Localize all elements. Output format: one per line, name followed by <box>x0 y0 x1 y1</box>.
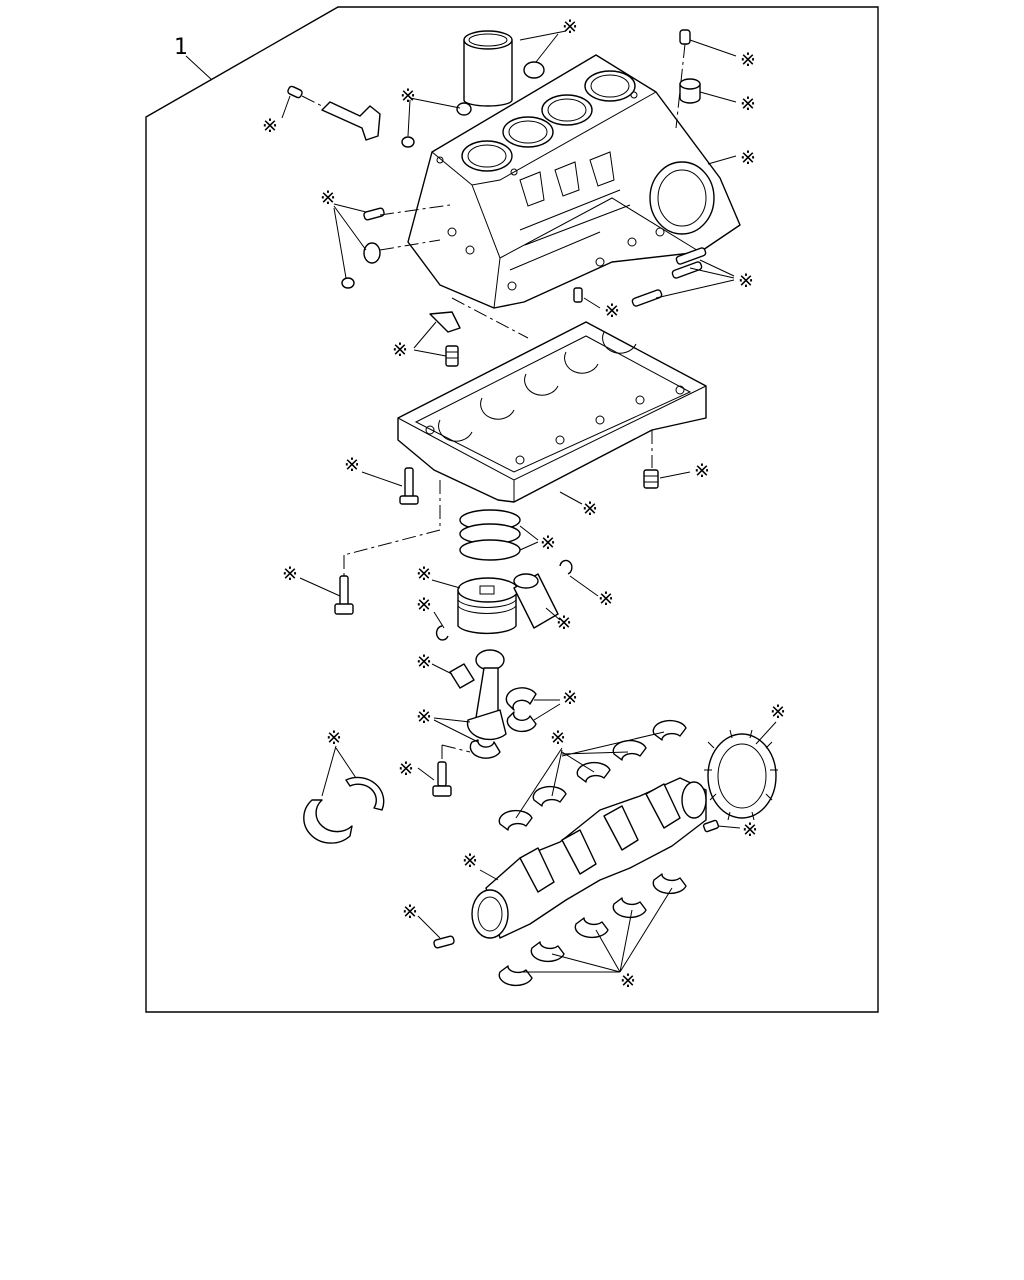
thrust-washers <box>303 776 385 844</box>
callout-marker: ※ <box>416 563 432 585</box>
callout-marker: ※ <box>326 727 342 749</box>
connecting-rod <box>466 649 507 741</box>
callout-marker: ※ <box>262 115 278 137</box>
callout-marker: ※ <box>738 270 754 292</box>
callout-marker: ※ <box>392 339 408 361</box>
callout-marker: ※ <box>740 93 756 115</box>
main-bearing-upper <box>498 719 687 831</box>
callout-marker: ※ <box>742 819 758 841</box>
callout-leaders <box>281 30 777 973</box>
callout-marker: ※ <box>402 901 418 923</box>
callout-marker: ※ <box>740 49 756 71</box>
crankshaft <box>471 777 707 939</box>
water-pipe <box>287 85 381 141</box>
callout-marker: ※ <box>770 701 786 723</box>
cylinder-liner <box>463 30 513 107</box>
piston <box>457 577 519 635</box>
callout-marker: ※ <box>462 850 478 872</box>
callout-marker: ※ <box>344 454 360 476</box>
piston-pin <box>513 573 559 629</box>
assembly-item-number: 1 <box>174 35 188 60</box>
piston-rings <box>459 509 521 561</box>
dowel-pin-center <box>573 287 583 303</box>
callout-marker: ※ <box>550 727 566 749</box>
conrod-bolt <box>432 744 471 797</box>
block-cap-plug <box>679 78 701 104</box>
small-end-bushing <box>449 663 475 689</box>
block-studs-right <box>631 247 707 307</box>
block-dowel-pins-left <box>341 204 451 289</box>
crankshaft-gear <box>704 729 778 821</box>
callout-marker: ※ <box>598 588 614 610</box>
callout-marker: ※ <box>740 147 756 169</box>
bedplate <box>397 321 707 503</box>
rear-pin <box>433 935 455 949</box>
bedplate-bolt-long <box>334 529 441 615</box>
callout-marker: ※ <box>694 460 710 482</box>
callout-marker: ※ <box>320 187 336 209</box>
callout-marker: ※ <box>620 970 636 992</box>
bedplate-bolt-short <box>399 467 441 530</box>
top-plug-small <box>401 102 472 148</box>
callout-marker: ※ <box>562 687 578 709</box>
snap-ring-left <box>435 625 449 641</box>
callouts: ※ ※ ※ ※ ※ ※ ※ ※ ※ ※ ※ ※ ※ ※ ※ ※ ※ ※ ※ ※ … <box>262 16 786 992</box>
liner-plug <box>523 61 545 79</box>
conrod-bearing-shells <box>469 687 537 759</box>
diagram-frame <box>145 6 879 1013</box>
cylinder-block <box>407 54 741 309</box>
callout-marker: ※ <box>400 85 416 107</box>
callout-marker: ※ <box>416 651 432 673</box>
callout-marker: ※ <box>604 300 620 322</box>
callout-marker: ※ <box>582 498 598 520</box>
callout-marker: ※ <box>562 16 578 38</box>
callout-marker: ※ <box>416 594 432 616</box>
assembly-number-leader <box>185 55 213 81</box>
callout-marker: ※ <box>398 758 414 780</box>
block-plug-top <box>675 29 691 129</box>
drain-plug <box>643 469 659 489</box>
callout-marker: ※ <box>540 532 556 554</box>
snap-ring-right <box>559 559 573 575</box>
crankshaft-key <box>702 819 720 833</box>
callout-marker: ※ <box>282 563 298 585</box>
oil-jet-and-bolt <box>429 297 529 367</box>
main-bearing-lower <box>498 873 687 987</box>
callout-marker: ※ <box>416 706 432 728</box>
callout-marker: ※ <box>556 612 572 634</box>
